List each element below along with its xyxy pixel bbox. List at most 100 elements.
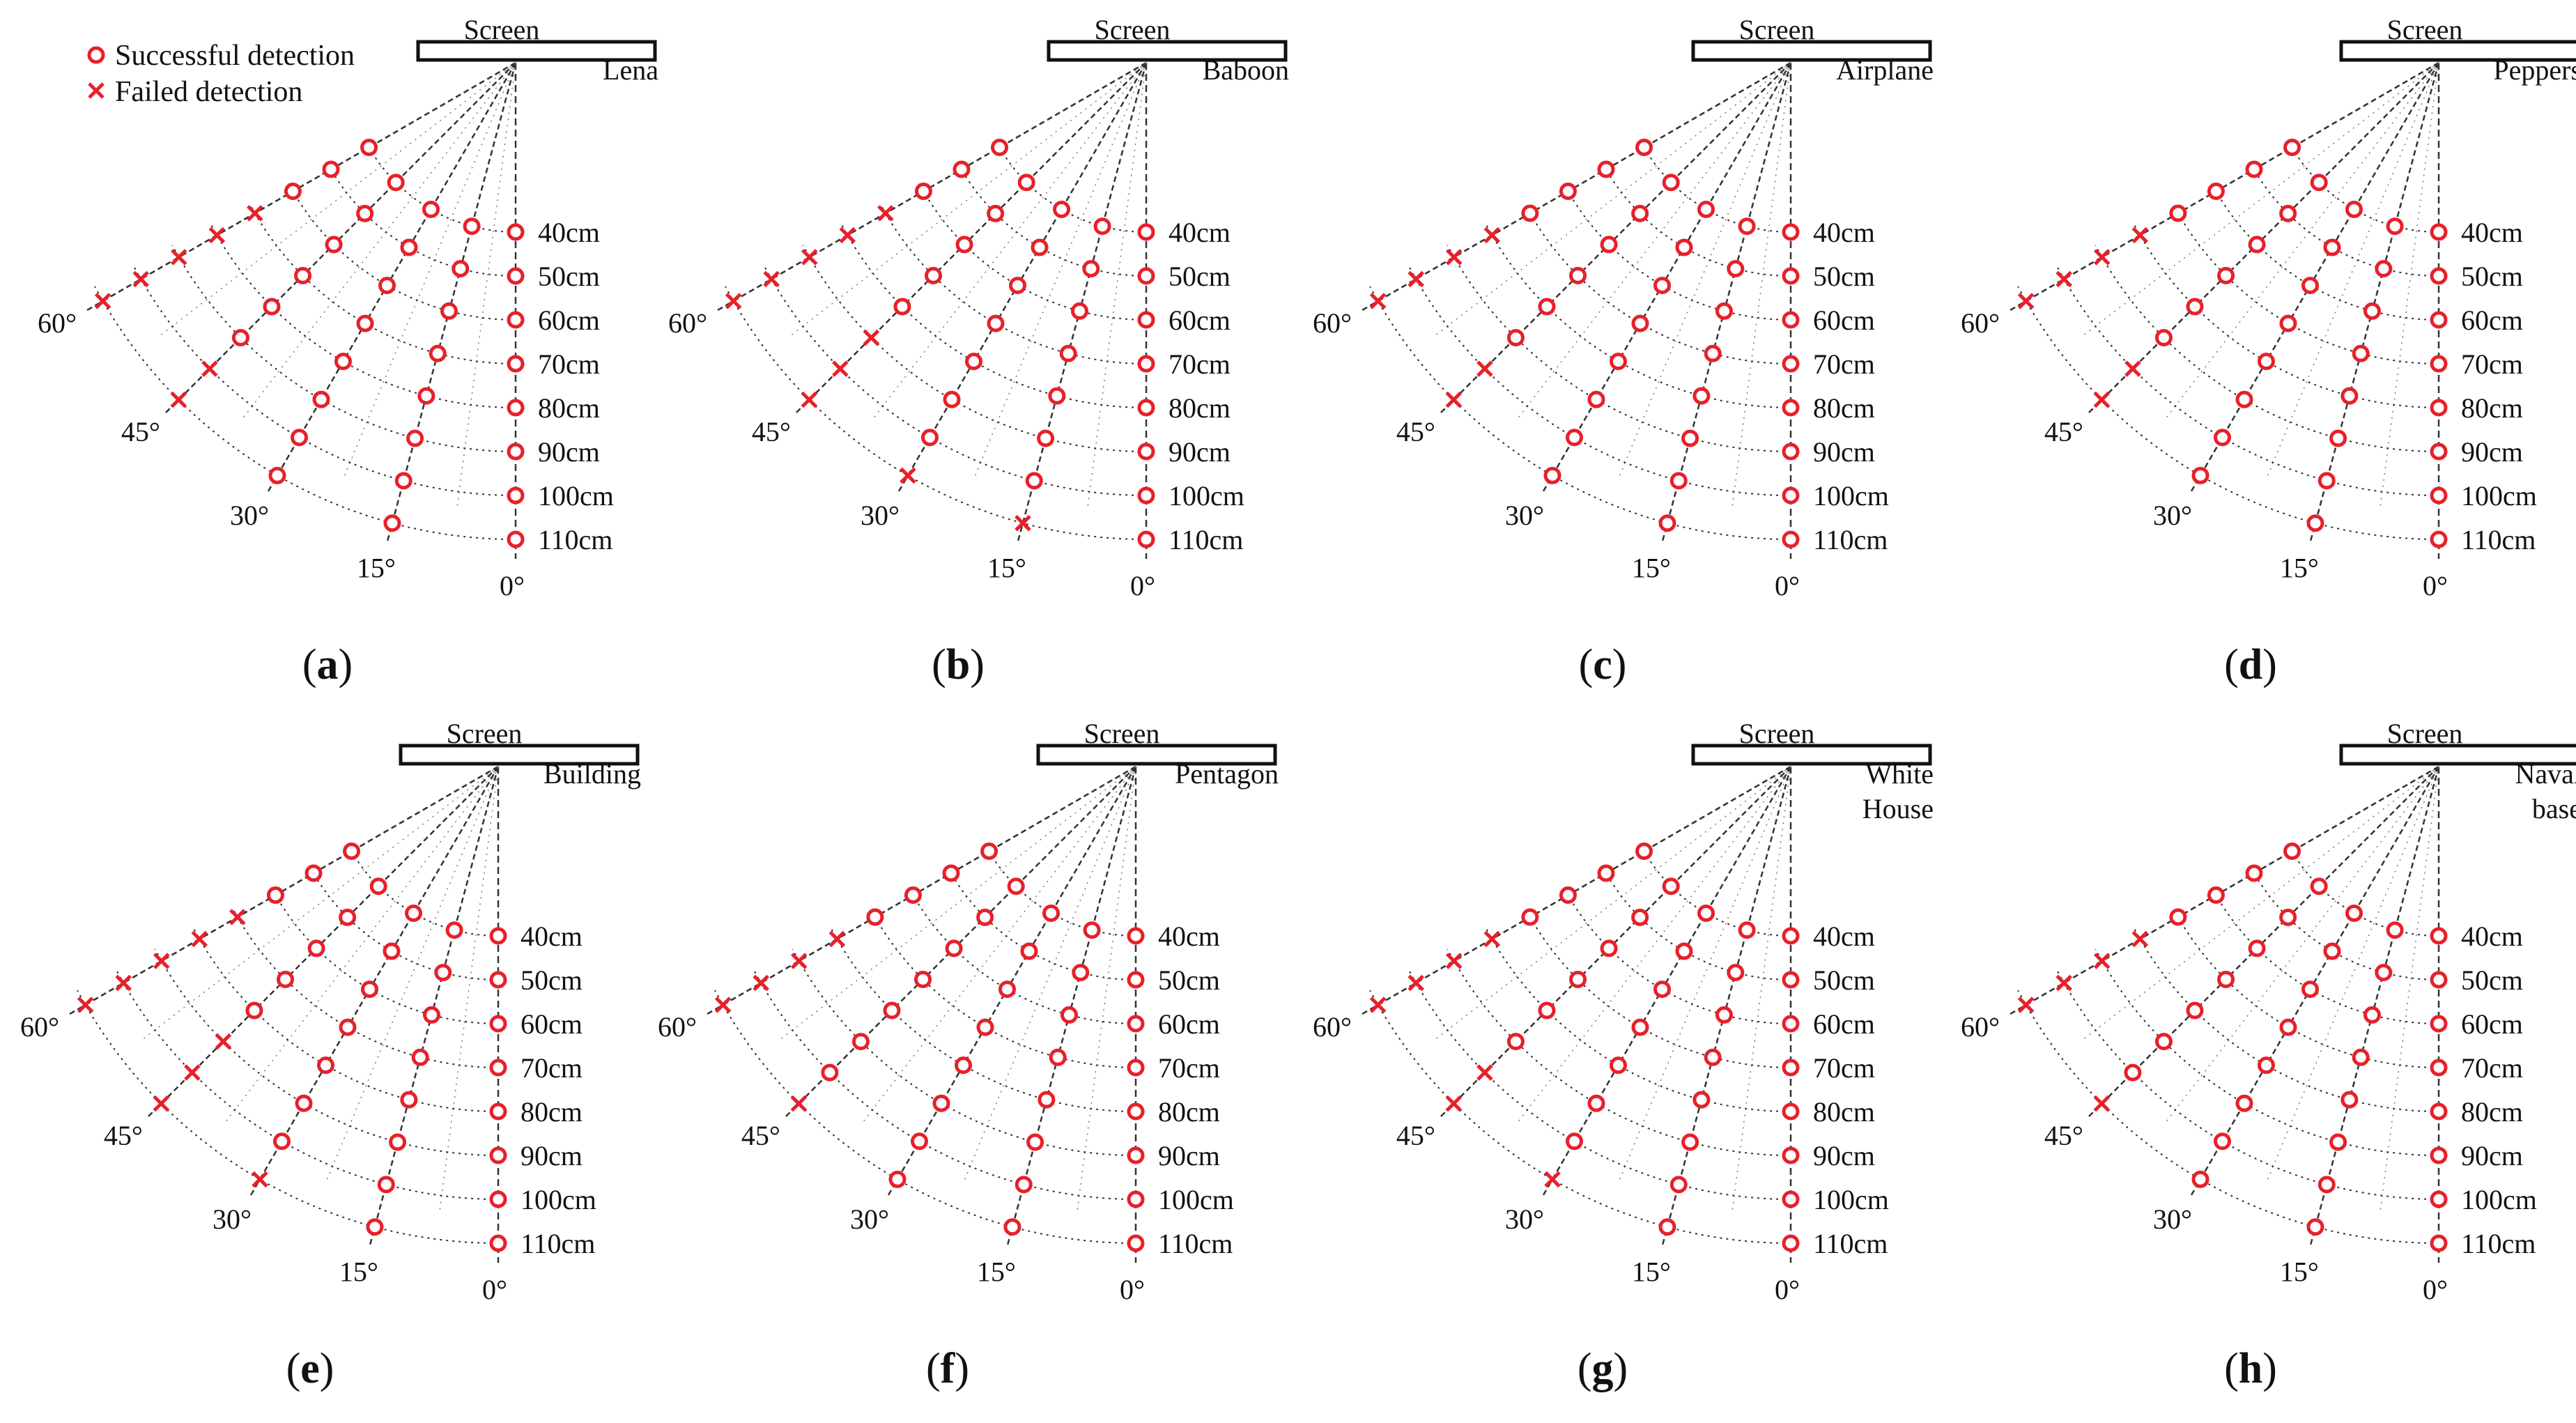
distance-arc-50 [946, 866, 1136, 980]
image-name-label: Peppers [2493, 54, 2576, 86]
panel-h: ScreenNavalbase40cm50cm60cm70cm80cm90cm1… [1961, 718, 2576, 1392]
success-marker [339, 908, 357, 926]
angle-label: 30° [2153, 500, 2192, 531]
failed-marker-stroke [1476, 1064, 1493, 1081]
distance-label: 40cm [2461, 921, 2523, 952]
legend-success-marker [87, 46, 105, 64]
success-marker [1538, 1001, 1556, 1020]
success-marker [1597, 864, 1615, 882]
failed-marker-stroke [77, 997, 94, 1013]
failed-marker-stroke [1476, 360, 1493, 377]
distance-label: 50cm [2461, 964, 2523, 996]
success-marker [2430, 486, 2448, 505]
distance-label: 60cm [2461, 305, 2523, 336]
success-marker [1082, 260, 1100, 278]
success-marker [1631, 908, 1649, 926]
success-marker [1782, 1146, 1800, 1164]
failed-marker-stroke [877, 205, 894, 222]
success-marker [2258, 1056, 2275, 1075]
failed-marker [170, 249, 187, 266]
success-marker [1569, 266, 1587, 284]
failed-marker-stroke [1483, 930, 1501, 948]
success-marker [1127, 1102, 1145, 1121]
distance-label: 80cm [1158, 1096, 1220, 1128]
radial-line-15 [1017, 62, 1148, 543]
success-marker [976, 908, 994, 926]
radial-line-30 [1541, 62, 1792, 493]
success-marker [2301, 277, 2319, 295]
success-marker [507, 267, 525, 285]
success-marker [2169, 204, 2187, 222]
success-marker [1675, 942, 1693, 960]
success-marker [2283, 139, 2301, 156]
distance-arc-50 [326, 162, 516, 277]
success-marker [366, 1218, 384, 1236]
success-marker [1521, 908, 1539, 926]
success-marker [356, 204, 374, 222]
success-marker [1048, 387, 1066, 405]
failed-marker [1407, 270, 1424, 288]
minor-ray [456, 62, 516, 508]
success-marker [507, 355, 525, 373]
distance-label: 100cm [2461, 480, 2537, 511]
success-marker [291, 429, 308, 447]
failed-marker-stroke [900, 467, 916, 484]
distance-arc-100 [132, 266, 516, 496]
failed-marker [763, 270, 780, 288]
panel-caption: (c) [1579, 641, 1627, 689]
success-marker [1538, 298, 1556, 316]
distance-label: 80cm [1813, 392, 1875, 424]
failed-marker [1015, 514, 1031, 532]
failed-marker [790, 953, 808, 969]
success-marker [411, 1048, 429, 1066]
angle-label: 30° [850, 1203, 889, 1235]
failed-marker-stroke [1483, 226, 1501, 244]
success-marker [343, 843, 361, 860]
success-marker [463, 217, 481, 236]
distance-label: 110cm [1813, 1228, 1888, 1259]
success-marker [307, 939, 325, 957]
distance-arc-40 [2288, 141, 2439, 233]
success-marker [1566, 429, 1583, 447]
success-marker [2430, 399, 2448, 417]
radial-line-45 [784, 766, 1136, 1118]
success-marker [245, 1001, 263, 1020]
image-name-label: Lena [603, 54, 658, 86]
success-marker [2430, 267, 2448, 285]
distance-arc-50 [957, 162, 1147, 277]
failed-marker-stroke [801, 391, 818, 408]
distance-label: 100cm [1169, 480, 1244, 511]
distance-label: 110cm [2461, 524, 2536, 555]
minor-ray [2380, 62, 2439, 508]
distance-label: 110cm [1158, 1228, 1233, 1259]
distance-label: 40cm [1169, 217, 1231, 248]
failed-marker-stroke [839, 226, 856, 244]
distance-label: 100cm [538, 480, 614, 511]
angle-label: 0° [2423, 570, 2448, 601]
success-marker [932, 1094, 950, 1112]
success-marker [1782, 267, 1800, 285]
angle-label: 45° [2044, 416, 2083, 447]
minor-ray [325, 766, 499, 1182]
distance-label: 70cm [520, 1052, 583, 1084]
failed-marker-stroke [215, 1033, 232, 1050]
distance-label: 90cm [1169, 436, 1231, 468]
failed-marker-stroke [94, 293, 111, 309]
failed-marker [201, 360, 218, 377]
distance-arc-110 [2017, 990, 2439, 1244]
success-marker [1559, 183, 1577, 200]
minor-ray [779, 766, 1136, 1040]
angle-label: 0° [482, 1274, 507, 1305]
angle-label: 15° [977, 1256, 1016, 1287]
success-marker [1704, 1048, 1722, 1066]
radial-line-15 [2309, 62, 2440, 543]
angle-label: 30° [861, 500, 900, 531]
success-marker [1635, 843, 1653, 860]
distance-label: 70cm [2461, 1052, 2523, 1084]
success-marker [1692, 387, 1711, 405]
distance-label: 100cm [2461, 1184, 2537, 1215]
failed-marker-stroke [1407, 974, 1424, 992]
success-marker [2217, 266, 2235, 284]
failed-marker-stroke [2093, 953, 2111, 969]
distance-arc-100 [763, 266, 1147, 496]
